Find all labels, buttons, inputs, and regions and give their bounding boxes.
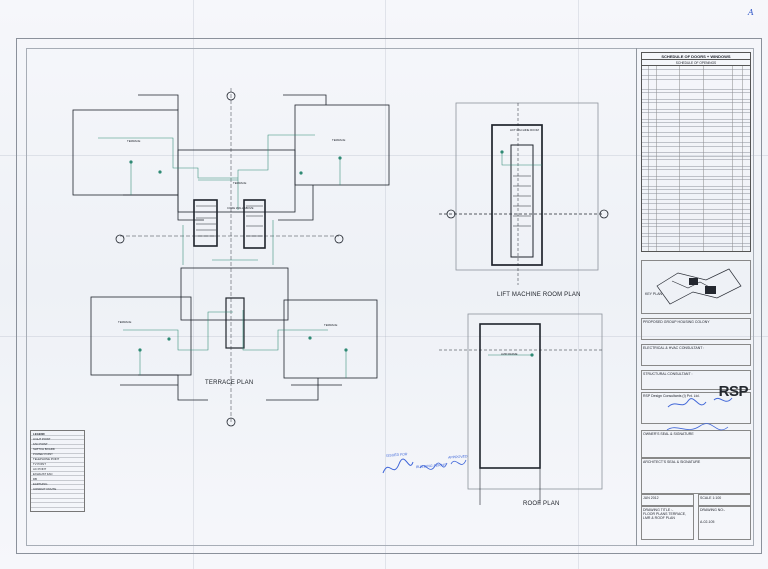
legend-title: LEGEND — [33, 432, 45, 436]
lmr-room-outline — [491, 124, 543, 266]
corner-mark: A — [748, 8, 754, 17]
room-label: TERRACE — [233, 181, 247, 185]
legend-item: DB — [33, 477, 37, 481]
electrical-points — [129, 150, 534, 357]
architect-seal-box: ARCHITECT'S SEAL & SIGNATURE — [641, 458, 751, 494]
room-label: TERRACE — [324, 323, 338, 327]
lmr-plan-title: LIFT MACHINE ROOM PLAN — [497, 292, 581, 298]
grid-bubble — [115, 234, 125, 244]
stair-core — [193, 199, 218, 247]
electrical-consultant: ELECTRICAL & HVAC CONSULTANT : — [641, 344, 751, 366]
drawing-title-box: DRAWING TITLE :- FLOOR PLANS TERRACE, LM… — [641, 506, 694, 540]
legend-item: SWITCH BOARD — [33, 447, 55, 451]
plan-wall-lines — [123, 185, 319, 401]
center-grid — [120, 88, 339, 423]
inner-border — [26, 48, 754, 546]
key-plan-label: KEY PLAN — [645, 292, 663, 296]
scale-box: SCALE 1:100 — [698, 494, 751, 506]
terrace-room-outline — [90, 296, 192, 376]
legend-item: AC POINT — [33, 467, 47, 471]
legend-item: EXHAUST FAN — [33, 472, 53, 476]
legend-item: TELEPHONE POINT — [33, 457, 60, 461]
schedule-subtitle: SCHEDULE OF OPENINGS — [641, 60, 751, 66]
terrace-plan-title: TERRACE PLAN — [205, 380, 254, 386]
outer-border — [16, 38, 762, 554]
lift-core — [243, 199, 266, 249]
lower-core — [225, 297, 245, 349]
stair-treads — [196, 205, 216, 237]
grid-bubble — [599, 209, 609, 219]
room-label: TERRACE — [127, 139, 141, 143]
legend-item: TV POINT — [33, 462, 46, 466]
room-label: TERRACE — [118, 320, 132, 324]
lmr-stair-lines — [513, 175, 531, 227]
signature-scribbles — [382, 458, 467, 474]
legend-item: CONDUIT ROUTE — [33, 487, 57, 491]
date-box: JUN 2012 — [641, 494, 694, 506]
legend-item: POWER POINT — [33, 452, 53, 456]
title-block-signatures — [666, 397, 733, 431]
owner-seal-box: OWNER'S SEAL & SIGNATURE — [641, 430, 751, 458]
roof-plan-title: ROOF PLAN — [523, 501, 560, 507]
project-note: PROPOSED GROUP HOUSING COLONY — [641, 318, 751, 340]
electrical-legend: LEGEND LIGHT POINT FAN POINT SWITCH BOAR… — [30, 430, 85, 512]
roof-projection-lines — [479, 468, 541, 505]
terrace-room-outline — [283, 299, 378, 379]
rsp-logo: RSP — [718, 383, 749, 400]
lmr-shaft — [510, 144, 534, 258]
key-plan-drawing — [656, 268, 742, 305]
structural-consultant: STRUCTURAL CONSULTANT : — [641, 370, 751, 390]
conduit-lines — [98, 134, 542, 378]
room-label: LIFT MACHINE ROOM — [510, 128, 539, 132]
roof-frame — [467, 313, 603, 490]
schedule-title: SCHEDULE OF DOORS + WINDOWS — [641, 52, 751, 60]
terrace-room-outline — [72, 109, 179, 196]
legend-item: EARTHING — [33, 482, 48, 486]
lmr-frame — [455, 102, 599, 271]
title-block: SCHEDULE OF DOORS + WINDOWS SCHEDULE OF … — [636, 48, 754, 546]
grid-bubble — [446, 209, 456, 219]
plan-note: CORE WALL ABOVE — [227, 206, 254, 210]
drawing-number-box: DRAWING NO:- A-02-105 — [698, 506, 751, 540]
terrace-center-outline — [180, 267, 289, 321]
architectural-plan-drawing — [72, 88, 609, 505]
door-window-schedule-table — [641, 66, 751, 252]
roof-outline — [479, 323, 541, 469]
key-plan-box — [641, 260, 751, 314]
core-divisions — [246, 205, 263, 237]
room-label: TERRACE — [332, 138, 346, 142]
legend-item: FAN POINT — [33, 442, 48, 446]
plan-projection-lines — [120, 94, 342, 386]
terrace-room-outline — [294, 104, 390, 186]
terrace-center-outline — [177, 149, 296, 213]
legend-item: LIGHT POINT — [33, 437, 51, 441]
grid-bubble — [334, 234, 344, 244]
architect-box: RSP Design Consultants (I) Pvt. Ltd. — [641, 392, 751, 424]
room-label: LMR FRAME — [501, 352, 518, 356]
